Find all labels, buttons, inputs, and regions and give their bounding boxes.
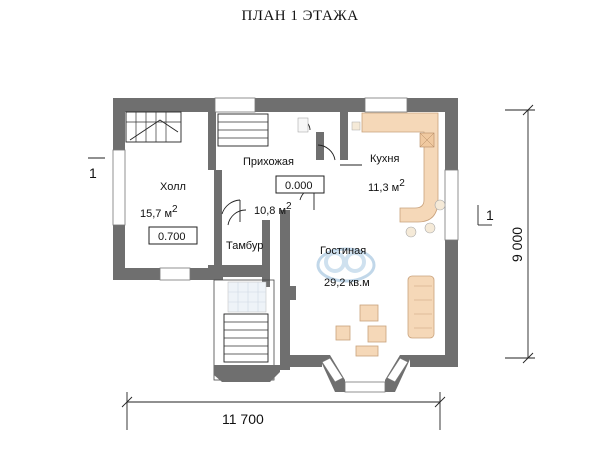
table xyxy=(367,325,387,343)
section-mark-left: 1 xyxy=(88,157,105,181)
wall-int-1 xyxy=(208,112,216,170)
room-name-living: Гостиная xyxy=(320,245,366,257)
wall-right-upper xyxy=(445,98,458,170)
room-area-hall: 15,7 м2 xyxy=(140,204,178,220)
porch xyxy=(213,279,280,382)
window-top-1 xyxy=(214,97,256,113)
room-level-entry: 0.000 xyxy=(285,180,313,192)
kitchen-furniture xyxy=(297,112,446,238)
room-name-kitchen: Кухня xyxy=(370,153,399,165)
room-area-kitchen: 11,3 м2 xyxy=(368,178,405,194)
wall-living-bottom-right xyxy=(410,355,458,367)
window-bay-right xyxy=(386,357,409,383)
armchair xyxy=(359,304,379,322)
armchair xyxy=(335,325,351,341)
wall-int-5 xyxy=(340,112,348,160)
sofa xyxy=(407,275,435,339)
window-hall-bottom xyxy=(159,267,191,281)
plan-title: ПЛАН 1 ЭТАЖА xyxy=(241,8,359,24)
room-name-entry: Прихожая xyxy=(243,156,294,168)
wall-int-4 xyxy=(316,132,324,160)
appliance xyxy=(297,117,309,133)
section-mark-left-label: 1 xyxy=(89,165,97,181)
wall-right-lower xyxy=(445,240,458,360)
dimension-depth: 9 000 xyxy=(505,104,535,364)
width-label: 11 700 xyxy=(222,411,264,427)
room-area-living: 29,2 кв.м xyxy=(324,277,370,289)
window-hall-left xyxy=(112,149,126,226)
table xyxy=(355,345,379,357)
room-area-entry: 10,8 м2 xyxy=(254,201,292,217)
window-bay-bottom xyxy=(344,381,386,393)
entry-stairs xyxy=(217,113,269,147)
wall-int-2 xyxy=(214,170,222,265)
hall-level-box xyxy=(148,226,198,245)
window-kitchen-right xyxy=(444,169,459,241)
entry-level-box xyxy=(275,175,325,194)
kitchen-counter xyxy=(361,112,439,223)
section-mark-right-label: 1 xyxy=(486,207,494,223)
hall-stairs xyxy=(125,111,182,143)
wall-column xyxy=(282,286,296,300)
stool xyxy=(424,222,436,234)
depth-label: 9 000 xyxy=(509,227,525,262)
window-top-kitchen xyxy=(364,97,408,113)
room-level-hall: 0.700 xyxy=(158,231,186,243)
window-bay-left xyxy=(321,357,344,383)
watermark-logo xyxy=(316,247,376,283)
living-furniture xyxy=(335,275,435,357)
section-mark-right: 1 xyxy=(477,205,494,226)
room-name-vestibule: Тамбур xyxy=(226,240,263,252)
stool xyxy=(434,199,446,211)
room-name-hall: Холл xyxy=(160,181,186,193)
wall-vestibule-bottom xyxy=(208,265,270,277)
wall-int-3 xyxy=(262,220,270,265)
windows xyxy=(112,97,459,393)
stool xyxy=(405,226,417,238)
wall-living-bottom-left xyxy=(280,355,322,367)
sink xyxy=(351,121,361,131)
dimension-width: 11 700 xyxy=(121,392,446,430)
